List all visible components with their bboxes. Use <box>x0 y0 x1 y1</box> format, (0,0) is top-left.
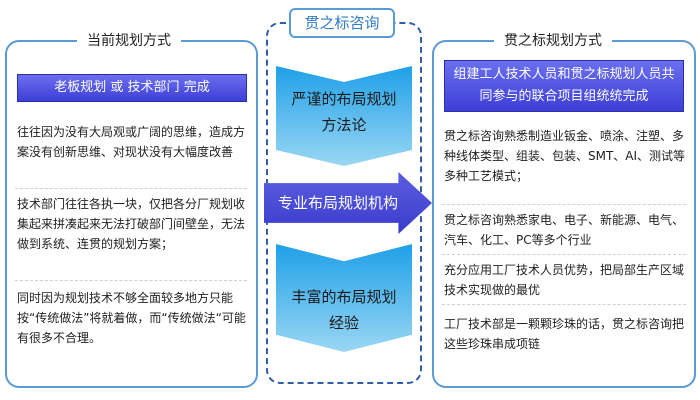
experience-chevron <box>276 244 412 352</box>
current-planning-point-1: 往往因为没有大局观或广阔的思维，造成方案没有创新思维、对现状没有大幅度改善 <box>17 125 246 159</box>
gzb-planning-title: 贯之标规划方式 <box>494 30 612 52</box>
gzb-planning-point-4: 工厂技术部是一颗颗珍珠的话，贯之标咨询把这些珍珠串成项链 <box>444 317 685 351</box>
divider <box>442 204 686 205</box>
professional-agency-label: 专业布局规划机构 <box>277 194 398 212</box>
consulting-title: 贯之标咨询 <box>289 8 395 38</box>
current-planning-title: 当前规划方式 <box>77 30 181 52</box>
divider <box>15 188 247 189</box>
gzb-planning-panel: 贯之标规划方式 组建工人技术人员和贯之标规划人员共同参与的联合项目组统统完成 贯… <box>432 30 696 388</box>
gzb-planning-point-3: 充分应用工厂技术人员优势，把局部生产区域技术实现做的最优 <box>444 263 685 297</box>
divider <box>15 280 247 281</box>
methodology-label: 严谨的布局规划方法论 <box>291 90 397 134</box>
gzb-planning-point-1: 贯之标咨询熟悉制造业钣金、喷涂、注塑、多种线体类型、组装、包装、SMT、AI、测… <box>444 129 686 183</box>
divider <box>442 254 686 255</box>
current-planning-heading: 老板规划 或 技术部门 完成 <box>17 74 247 102</box>
current-planning-point-2: 技术部门往往各执一块，仅把各分厂规划收集起来拼凑起来无法打破部门间壁垒，无法做到… <box>17 197 246 251</box>
current-planning-panel: 当前规划方式 老板规划 或 技术部门 完成 往往因为没有大局观或广阔的思维，造成… <box>5 30 258 388</box>
methodology-chevron <box>276 66 412 166</box>
experience-label: 丰富的布局规划经验 <box>291 288 397 332</box>
gzb-planning-heading: 组建工人技术人员和贯之标规划人员共同参与的联合项目组统统完成 <box>444 60 684 112</box>
current-planning-point-3: 同时因为规划技术不够全面较多地方只能按“传统做法”将就着做，而“传统做法“可能有… <box>17 291 246 345</box>
divider <box>442 304 686 305</box>
gzb-planning-point-2: 贯之标咨询熟悉家电、电子、新能源、电气、汽车、化工、PC等多个行业 <box>444 213 685 247</box>
